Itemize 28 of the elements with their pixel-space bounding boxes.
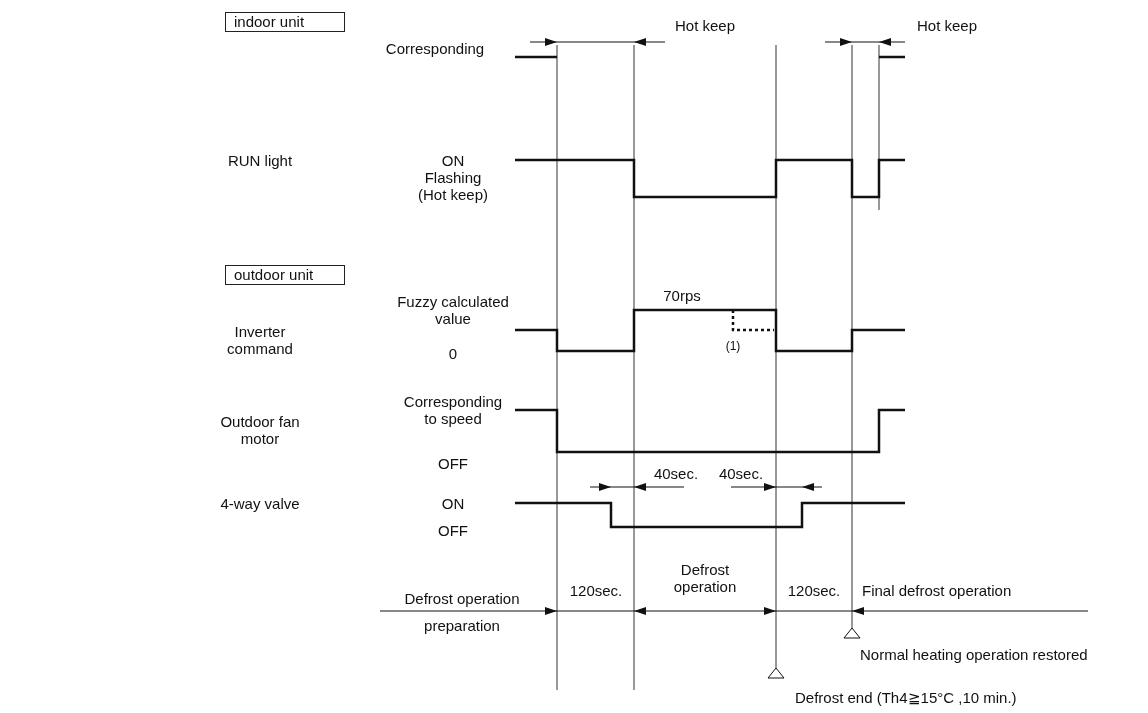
state-label: ON — [440, 151, 466, 169]
state-label: Corresponding — [384, 39, 486, 57]
value-label: 70rps — [662, 286, 702, 304]
event-label: Defrost end (Th4≧15°C ,10 min.) — [795, 688, 1018, 706]
phase-label: Final defrost operation — [862, 581, 1013, 599]
state-label: Corresponding to speed — [403, 393, 503, 427]
time-label: 120sec. — [786, 581, 842, 599]
time-label: 40sec. — [717, 464, 765, 482]
phase-label: Defrost operation preparation — [403, 589, 521, 636]
signal-name: 4-way valve — [219, 494, 301, 512]
signal-name: Inverter command — [226, 323, 294, 357]
phase-label: Defrost operation — [672, 561, 738, 595]
state-label: Fuzzy calculated value — [396, 293, 510, 327]
state-label: 0 — [447, 344, 459, 362]
time-label: Hot keep — [915, 16, 978, 34]
section-box: outdoor unit — [225, 265, 345, 285]
time-label: 120sec. — [568, 581, 624, 599]
time-label: 40sec. — [652, 464, 700, 482]
time-label: Hot keep — [673, 16, 736, 34]
state-label: ON — [440, 494, 466, 512]
section-box: indoor unit — [225, 12, 345, 32]
event-label: Normal heating operation restored — [860, 645, 1089, 663]
signal-name: RUN light — [226, 151, 294, 169]
signal-name: Outdoor fan motor — [219, 413, 301, 447]
footnote-mark: (1) — [724, 337, 742, 355]
state-label: OFF — [437, 454, 469, 472]
state-label: Flashing (Hot keep) — [417, 169, 489, 203]
state-label: OFF — [437, 521, 469, 539]
